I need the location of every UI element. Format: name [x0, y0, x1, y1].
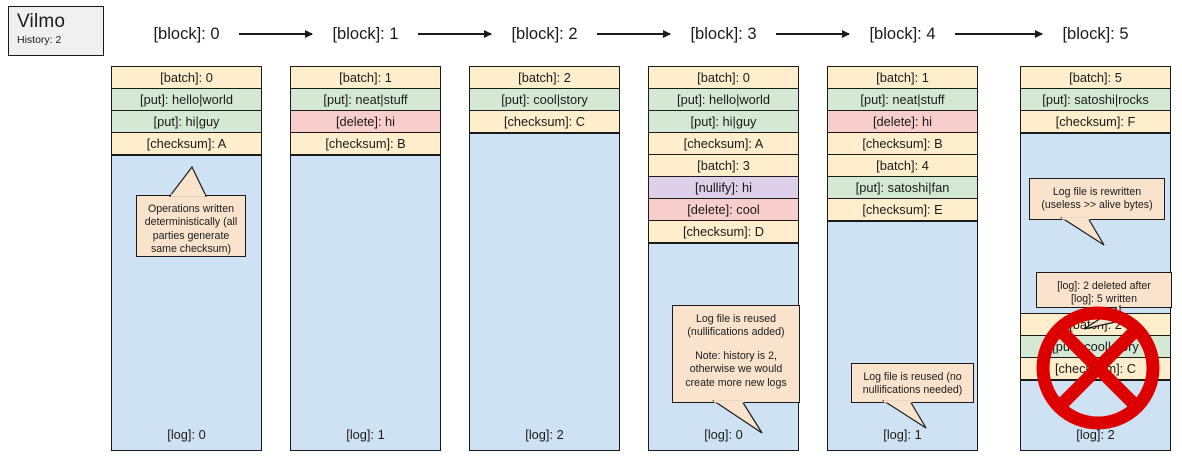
block-4-callout-line: nullifications needed)	[862, 384, 963, 397]
block-4-row-checksum: [checksum]: E	[828, 199, 977, 221]
block-4-log-label: [log]: 1	[883, 427, 922, 442]
block-4-callout-tail	[881, 400, 934, 430]
block-5-callout-line: (useless >> alive bytes)	[1041, 199, 1153, 212]
block-1-rows: [batch]: 1[put]: neat|stuff[delete]: hi[…	[290, 66, 441, 155]
deleted-block-callout-line: [log]: 2 deleted after	[1057, 280, 1151, 292]
block-0-callout: Operations written deterministically (al…	[136, 195, 246, 257]
block-4-row-batch: [batch]: 1	[828, 67, 977, 89]
block-3-rows: [batch]: 0[put]: hello|world[put]: hi|gu…	[648, 66, 799, 243]
block-0-callout-tail	[168, 165, 220, 197]
block-1-log-area: [log]: 1	[290, 155, 441, 451]
block-0-row-checksum: [checksum]: A	[112, 133, 261, 155]
block-5-callout-line: Log file is rewritten	[1052, 186, 1142, 198]
block-3-callout: Log file is reused(nullifications added)…	[672, 305, 800, 403]
block-4-row-batch: [batch]: 4	[828, 155, 977, 177]
block-0-row-put: [put]: hi|guy	[112, 111, 261, 133]
app-name: Vilmo	[17, 11, 66, 32]
block-3-callout-line: (nullifications added)	[687, 326, 785, 339]
block-4-row-put: [put]: neat|stuff	[828, 89, 977, 111]
block-5-callout: Log file is rewritten(useless >> alive b…	[1029, 178, 1165, 220]
block-5-row-batch: [batch]: 5	[1021, 67, 1170, 89]
deleted-block-row-put: [put]: cool|story	[1021, 336, 1170, 358]
block-3-log-label: [log]: 0	[704, 427, 743, 442]
block-3-row-delete: [delete]: cool	[649, 199, 798, 221]
block-3-callout-tail	[712, 400, 770, 434]
block-3-callout-line: Log file is reused	[695, 313, 777, 325]
block-1-log-label: [log]: 1	[346, 427, 385, 442]
block-2-row-batch: [batch]: 2	[470, 67, 619, 89]
block-column-4: [batch]: 1[put]: neat|stuff[delete]: hi[…	[827, 66, 978, 451]
block-header-3: [block]: 3	[690, 25, 757, 43]
block-column-1: [batch]: 1[put]: neat|stuff[delete]: hi[…	[290, 66, 441, 451]
block-0-callout-line: Operations written deterministically (al…	[144, 203, 238, 256]
block-header-1: [block]: 1	[332, 25, 399, 43]
block-5-row-put: [put]: satoshi|rocks	[1021, 89, 1170, 111]
block-0-row-batch: [batch]: 0	[112, 67, 261, 89]
block-0-rows: [batch]: 0[put]: hello|world[put]: hi|gu…	[111, 66, 262, 155]
arrow-block-3-to-4	[775, 29, 850, 38]
block-4-row-put: [put]: satoshi|fan	[828, 177, 977, 199]
block-3-row-batch: [batch]: 0	[649, 67, 798, 89]
block-5-rows: [batch]: 5[put]: satoshi|rocks[checksum]…	[1020, 66, 1171, 133]
block-3-callout-line: create more new logs	[685, 376, 787, 389]
block-1-row-batch: [batch]: 1	[291, 67, 440, 89]
block-3-row-checksum: [checksum]: A	[649, 133, 798, 155]
block-header-row: [block]: 0 [block]: 1 [block]: 2 [block]: 3…	[111, 20, 1172, 48]
deleted-block-log-label: [log]: 2	[1076, 427, 1115, 442]
block-2-rows: [batch]: 2[put]: cool|story[checksum]: C	[469, 66, 620, 133]
block-4-rows: [batch]: 1[put]: neat|stuff[delete]: hi[…	[827, 66, 978, 221]
block-3-row-put: [put]: hello|world	[649, 89, 798, 111]
block-1-row-put: [put]: neat|stuff	[291, 89, 440, 111]
block-header-5: [block]: 5	[1062, 25, 1129, 43]
deleted-block-callout: [log]: 2 deleted after[log]: 5 written	[1036, 272, 1172, 308]
block-header-2: [block]: 2	[511, 25, 578, 43]
block-3-row-checksum: [checksum]: D	[649, 221, 798, 243]
arrow-block-0-to-1	[238, 29, 313, 38]
block-4-callout-line: Log file is reused (no	[863, 371, 962, 383]
history-setting: History: 2	[17, 34, 62, 46]
block-2-row-put: [put]: cool|story	[470, 89, 619, 111]
deleted-block-callout-tail	[1072, 304, 1122, 331]
block-header-0: [block]: 0	[153, 25, 220, 43]
deleted-block-log-area: [log]: 2	[1020, 380, 1171, 451]
block-1-row-checksum: [checksum]: B	[291, 133, 440, 155]
block-1-row-delete: [delete]: hi	[291, 111, 440, 133]
arrow-block-1-to-2	[417, 29, 492, 38]
block-2-log-area: [log]: 2	[469, 133, 620, 451]
deleted-block-callout-line: [log]: 5 written	[1071, 293, 1137, 306]
block-3-row-put: [put]: hi|guy	[649, 111, 798, 133]
deleted-log-block: [batch]: 2[put]: cool|story[checksum]: C…	[1020, 313, 1171, 451]
block-4-log-area: [log]: 1	[827, 221, 978, 451]
block-3-row-batch: [batch]: 3	[649, 155, 798, 177]
block-column-0: [batch]: 0[put]: hello|world[put]: hi|gu…	[111, 66, 262, 451]
block-3-callout-line: otherwise we would	[689, 363, 783, 376]
block-5-row-checksum: [checksum]: F	[1021, 111, 1170, 133]
app-title-box: Vilmo History: 2	[8, 6, 104, 56]
block-2-row-checksum: [checksum]: C	[470, 111, 619, 133]
arrow-block-2-to-3	[596, 29, 671, 38]
block-2-log-label: [log]: 2	[525, 427, 564, 442]
deleted-block-row-checksum: [checksum]: C	[1021, 358, 1170, 380]
block-0-row-put: [put]: hello|world	[112, 89, 261, 111]
block-4-row-checksum: [checksum]: B	[828, 133, 977, 155]
arrow-block-4-to-5	[954, 29, 1043, 38]
block-4-row-delete: [delete]: hi	[828, 111, 977, 133]
block-3-callout-line: Note: history is 2,	[695, 349, 777, 362]
block-column-2: [batch]: 2[put]: cool|story[checksum]: C…	[469, 66, 620, 451]
block-0-log-label: [log]: 0	[167, 427, 206, 442]
block-5-callout-tail	[1059, 217, 1112, 247]
block-3-row-nullify: [nullify]: hi	[649, 177, 798, 199]
block-header-4: [block]: 4	[869, 25, 936, 43]
